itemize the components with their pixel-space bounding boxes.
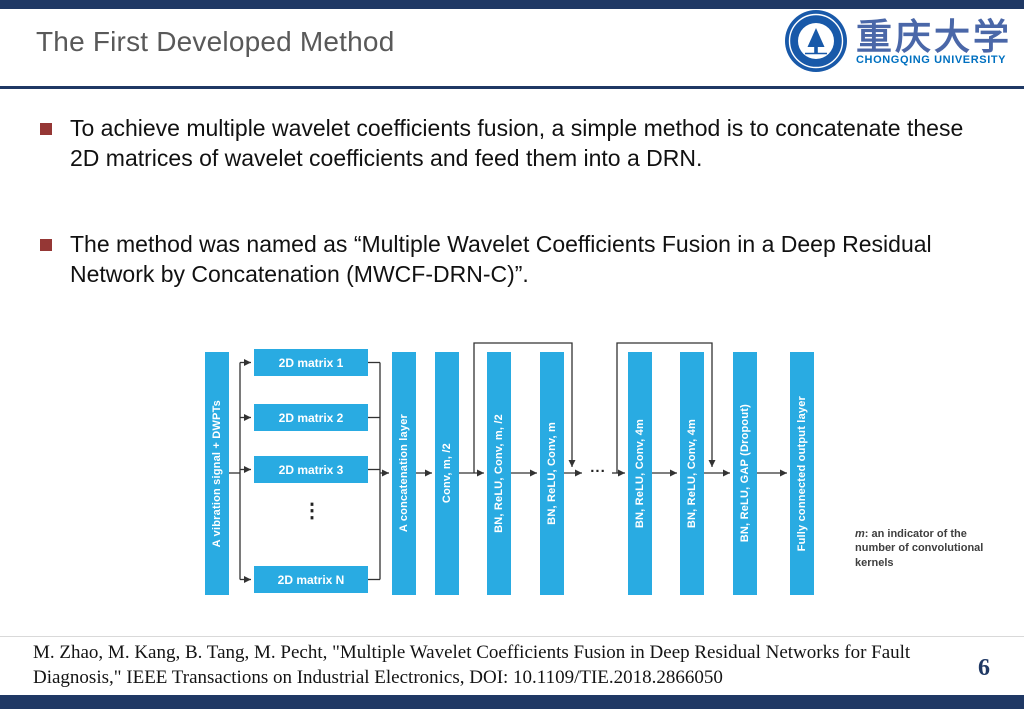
layer-label: BN, ReLU, Conv, m — [546, 422, 558, 525]
footer-divider — [0, 636, 1024, 637]
layer-bar-bn-relu-conv-4: BN, ReLU, Conv, 4m — [680, 352, 704, 595]
bullet-marker — [40, 123, 52, 135]
layer-label: BN, ReLU, Conv, 4m — [686, 418, 698, 529]
university-name-cn: 重庆大学 — [856, 16, 1013, 58]
bullet-text-2: The method was named as “Multiple Wavele… — [70, 231, 932, 287]
matrix-box-3: 2D matrix 3 — [254, 456, 368, 483]
page-number: 6 — [978, 655, 990, 681]
layer-bar-bn-relu-conv-1: BN, ReLU, Conv, m, /2 — [487, 352, 511, 595]
matrix-box-2: 2D matrix 2 — [254, 404, 368, 431]
layer-bar-bn-relu-conv-3: BN, ReLU, Conv, 4m — [628, 352, 652, 595]
diagram-note: m: an indicator of the number of convolu… — [855, 527, 1005, 570]
bullet-marker — [40, 239, 52, 251]
layer-bar-fully-connected: Fully connected output layer — [790, 352, 814, 595]
matrix-box-1: 2D matrix 1 — [254, 349, 368, 376]
layer-label: BN, ReLU, Conv, m, /2 — [493, 414, 505, 533]
top-accent-bar — [0, 0, 1024, 9]
layer-bar-bn-relu-conv-2: BN, ReLU, Conv, m — [540, 352, 564, 595]
university-name-en: CHONGQING UNIVERSITY — [856, 54, 1007, 66]
university-emblem-icon — [785, 10, 847, 72]
bottom-accent-bar — [0, 695, 1024, 709]
matrix-box-n: 2D matrix N — [254, 566, 368, 593]
citation: M. Zhao, M. Kang, B. Tang, M. Pecht, "Mu… — [33, 642, 911, 689]
architecture-diagram: A vibration signal + DWPTs 2D matrix 1 2… — [0, 335, 1024, 627]
header-divider — [0, 86, 1024, 89]
layer-bar-gap-dropout: BN, ReLU, GAP (Dropout) — [733, 352, 757, 595]
layer-bar-input: A vibration signal + DWPTs — [205, 352, 229, 595]
layers-ellipsis: ... — [590, 459, 606, 476]
layer-bar-conv: Conv, m, /2 — [435, 352, 459, 595]
flow-arrows — [229, 342, 787, 584]
note-text: : an indicator of the number of convolut… — [855, 528, 984, 569]
layer-label: Fully connected output layer — [796, 395, 808, 552]
layer-label: BN, ReLU, Conv, 4m — [634, 418, 646, 529]
layer-label: A vibration signal + DWPTs — [211, 399, 223, 548]
bullet-text-1: To achieve multiple wavelet coefficients… — [70, 115, 964, 171]
page-title: The First Developed Method — [36, 26, 395, 57]
layer-label: Conv, m, /2 — [441, 443, 453, 504]
matrix-ellipsis: ⋮ — [302, 500, 322, 522]
note-variable: m — [855, 528, 865, 540]
layer-label: A concatenation layer — [398, 414, 410, 533]
layer-bar-concatenation: A concatenation layer — [392, 352, 416, 595]
bullet-item-2: The method was named as “Multiple Wavele… — [40, 230, 970, 290]
bullet-item-1: To achieve multiple wavelet coefficients… — [40, 114, 970, 174]
layer-label: BN, ReLU, GAP (Dropout) — [739, 404, 751, 543]
